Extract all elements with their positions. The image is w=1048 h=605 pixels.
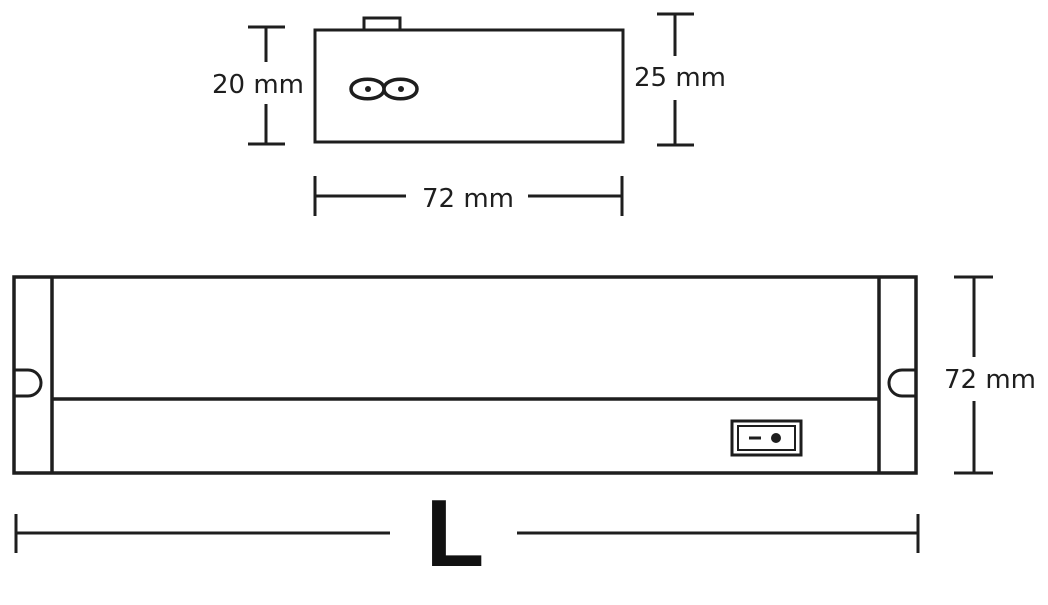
connector-tab xyxy=(362,16,402,32)
end-view xyxy=(313,16,625,144)
dimension-front-height: 72 mm xyxy=(944,275,1036,475)
dimension-right-height: 25 mm xyxy=(634,12,726,147)
dimension-label-72mm-width: 72 mm xyxy=(422,184,514,214)
dimension-length: L xyxy=(14,480,920,587)
front-view-body xyxy=(12,275,918,475)
dimension-end-width: 72 mm xyxy=(313,176,624,216)
length-symbol: L xyxy=(426,480,485,587)
dimension-label-72mm-height: 72 mm xyxy=(944,365,1036,395)
dimension-left-height: 20 mm xyxy=(212,25,304,146)
end-view-body xyxy=(313,28,625,144)
dimension-label-20mm: 20 mm xyxy=(212,70,304,100)
power-socket-icon xyxy=(349,77,419,101)
front-view xyxy=(12,275,918,475)
power-switch xyxy=(730,419,803,457)
left-mounting-slot xyxy=(14,368,43,398)
dimension-label-25mm: 25 mm xyxy=(634,63,726,93)
right-mounting-slot xyxy=(887,368,916,398)
